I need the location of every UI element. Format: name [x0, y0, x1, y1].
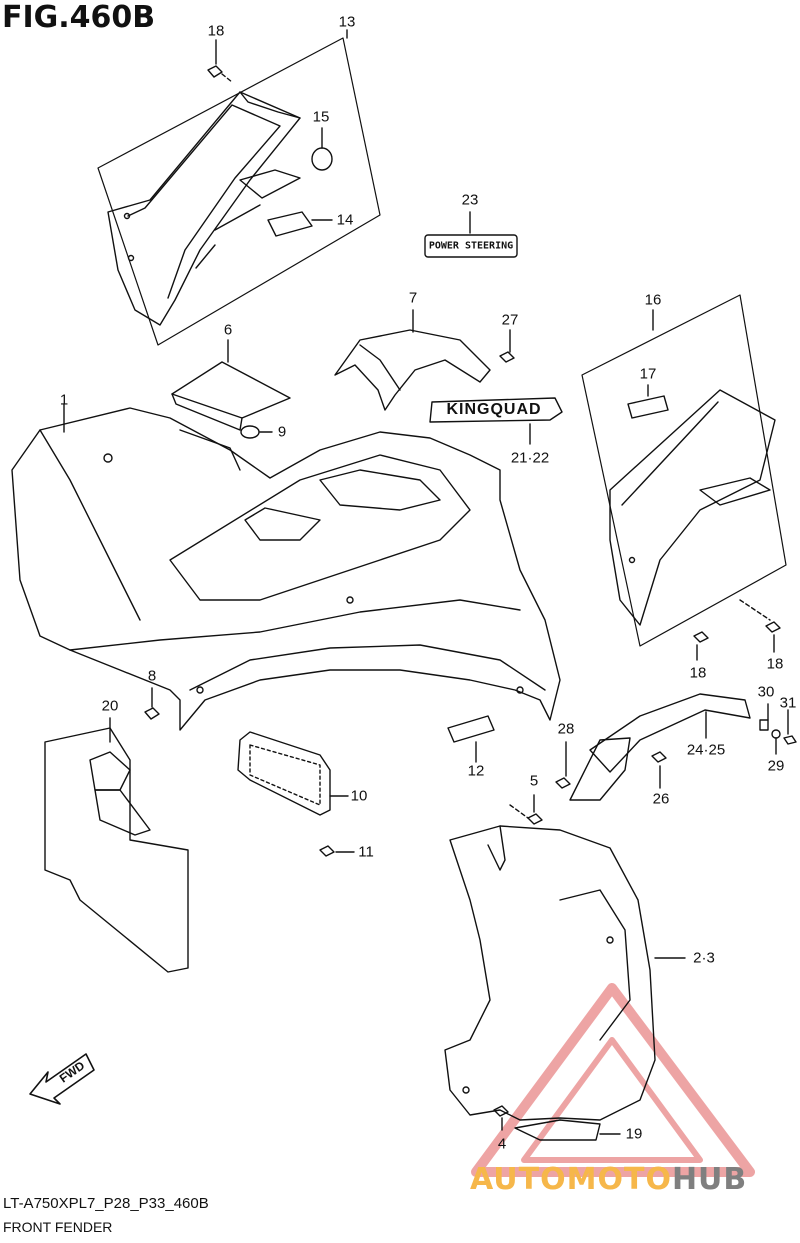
part-5-screw — [509, 794, 543, 825]
part-9-grommet — [240, 425, 273, 439]
part-14-pad — [267, 211, 333, 237]
part-2-3-mud-guard — [444, 825, 686, 1121]
part-18-screws-right — [693, 599, 781, 661]
callout-20: 20 — [101, 697, 119, 715]
part-16-inner-panel — [609, 389, 776, 626]
callout-8: 8 — [147, 667, 157, 685]
part-19-clip — [514, 1119, 621, 1141]
callout-16: 16 — [644, 291, 662, 309]
callout-6: 6 — [223, 321, 233, 339]
callout-9: 9 — [277, 423, 287, 441]
callout-28: 28 — [557, 720, 575, 738]
callout-10: 10 — [350, 787, 368, 805]
part-11-screw — [319, 845, 355, 857]
callout-12: 12 — [467, 762, 485, 780]
part-7-cover — [334, 309, 491, 411]
fwd-arrow-shape — [29, 1053, 95, 1105]
callout-11: 11 — [358, 843, 374, 861]
callout-7: 7 — [408, 289, 418, 307]
figure-code: LT-A750XPL7_P28_P33_460B — [3, 1195, 209, 1212]
callout-31: 31 — [779, 694, 797, 712]
kingquad-decal-text: KINGQUAD — [446, 401, 542, 418]
callout-4: 4 — [497, 1135, 507, 1153]
callout-19: 19 — [625, 1125, 643, 1143]
callout-24-25: 24·25 — [686, 741, 726, 759]
watermark-wordmark: AUTOMOTOHUB — [470, 1162, 747, 1197]
callout-5: 5 — [529, 772, 539, 790]
callout-18-mid: 18 — [689, 664, 707, 682]
callout-29: 29 — [767, 757, 785, 775]
callout-18-right: 18 — [766, 655, 784, 673]
part-12-pad — [447, 715, 495, 763]
callout-2-3: 2·3 — [693, 949, 715, 967]
callout-23: 23 — [461, 191, 479, 209]
callout-17: 17 — [639, 365, 657, 383]
part-29-31-hardware — [759, 703, 797, 755]
part-17-pad — [627, 384, 669, 419]
part-13-inner-panel — [107, 91, 301, 326]
figure-title: FIG.460B — [2, 0, 156, 35]
part-18-screw-top — [207, 39, 233, 83]
part-28-screw — [555, 741, 571, 789]
callout-18-top: 18 — [207, 22, 225, 40]
part-8-screw — [144, 687, 160, 720]
kit-box-13 — [97, 29, 381, 346]
part-23-decal — [424, 211, 518, 258]
part-10-grille — [237, 731, 349, 816]
part-4-screw — [493, 1105, 509, 1131]
part-27-bolt — [499, 329, 515, 363]
callout-13: 13 — [338, 13, 356, 31]
callout-14: 14 — [336, 211, 354, 229]
callout-27: 27 — [501, 311, 519, 329]
watermark-part-1: AUTOMOTO — [470, 1162, 672, 1197]
kit-box-16 — [581, 294, 787, 647]
callout-15: 15 — [312, 108, 330, 126]
power-steering-decal-text: POWER STEERING — [428, 240, 514, 252]
watermark-part-2: HUB — [671, 1162, 748, 1197]
callout-21-22: 21·22 — [510, 449, 550, 467]
part-1-front-fender — [11, 403, 561, 731]
part-21-22-decal — [429, 397, 563, 445]
part-24-25-bracket — [569, 693, 751, 801]
part-20-panel — [44, 717, 189, 973]
watermark-logo-triangle — [471, 983, 755, 1177]
figure-name: FRONT FENDER — [3, 1219, 113, 1235]
part-26-bolt — [651, 751, 667, 789]
part-15-grommet — [311, 127, 333, 171]
callout-1: 1 — [59, 391, 69, 409]
callout-30: 30 — [757, 683, 775, 701]
callout-26: 26 — [652, 790, 670, 808]
part-6-lid — [171, 339, 291, 431]
